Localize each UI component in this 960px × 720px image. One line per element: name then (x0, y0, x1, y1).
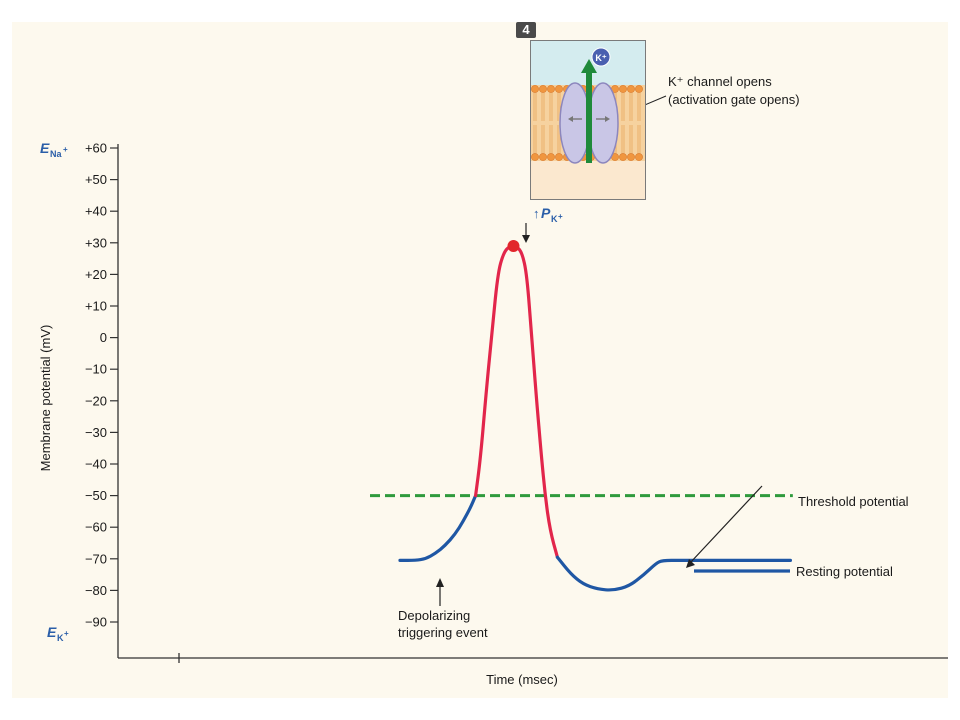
lipid-head (531, 153, 539, 161)
recovery-pointer-line (689, 485, 763, 564)
y-tick-label: −70 (85, 551, 107, 566)
ek-sub: K (57, 633, 64, 643)
y-tick-label: −40 (85, 457, 107, 472)
recovery-pointer-arrowhead (686, 559, 695, 568)
curve-hyperpolarization-recovery (555, 555, 792, 592)
y-tick-label: −90 (85, 615, 107, 630)
pk-pointer-arrowhead (522, 235, 530, 243)
resting-label: Resting potential (796, 564, 893, 579)
lipid-head (531, 85, 539, 93)
series-group (398, 239, 792, 592)
y-tick-label: +60 (85, 141, 107, 156)
gate-arrowhead-left (568, 116, 573, 122)
peak-marker (507, 239, 520, 252)
lipid-head (619, 153, 627, 161)
pk-arrow: ↑ (533, 206, 540, 221)
y-tick-label: −80 (85, 583, 107, 598)
channel-protein-left (559, 82, 591, 164)
threshold-label: Threshold potential (798, 494, 909, 509)
k-efflux-arrow-shaft (586, 71, 592, 163)
pk-main: P (541, 205, 551, 221)
y-tick-label: −60 (85, 520, 107, 535)
ek-main: E (47, 624, 57, 640)
figure-panel (12, 22, 948, 698)
pk-sup: + (558, 212, 563, 221)
activation-gate-label: (activation gate opens) (668, 92, 800, 107)
depolarizing-label-line2: triggering event (398, 625, 488, 640)
channel-protein-right (587, 82, 619, 164)
curve-depolarizing-start (398, 494, 478, 563)
lipid-head (547, 153, 555, 161)
lipid-head (547, 85, 555, 93)
depolarizing-label-line1: Depolarizing (398, 608, 470, 623)
ek-sup: + (64, 629, 69, 638)
lipid-head (555, 153, 563, 161)
k-channel-illustration: K⁺ (531, 41, 645, 164)
potassium-ion-icon (591, 47, 611, 67)
curve-action-potential (474, 244, 559, 559)
y-ticks-group: +60 +50 +40 +30 +20 +10 0 −10 −20 −30 −40 −50 −60 −70… (85, 141, 118, 630)
y-tick-label: −50 (85, 488, 107, 503)
y-tick-label: +30 (85, 235, 107, 250)
lipid-head (539, 85, 547, 93)
y-axis-label: Membrane potential (mV) (38, 325, 53, 472)
k-efflux-arrowhead (581, 59, 597, 73)
lipid-head (539, 153, 547, 161)
lipid-head (635, 153, 643, 161)
y-tick-label: −10 (85, 362, 107, 377)
depolarizing-pointer-arrowhead (436, 578, 444, 587)
step-number-badge: 4 (516, 22, 536, 38)
k-channel-inset: K⁺ (530, 40, 646, 200)
channel-opens-label: K⁺ channel opens (668, 74, 772, 89)
lipid-head (619, 85, 627, 93)
y-tick-label: +40 (85, 204, 107, 219)
lipid-head (555, 85, 563, 93)
ek-label: E K + (47, 624, 69, 643)
y-tick-label: 0 (100, 330, 107, 345)
y-tick-label: −20 (85, 393, 107, 408)
ena-label: E Na + (40, 140, 68, 159)
x-axis-label: Time (msec) (486, 672, 558, 687)
gate-arrowhead-right (605, 116, 610, 122)
pk-sub: K (551, 214, 558, 224)
lipid-head (627, 153, 635, 161)
lipid-head (627, 85, 635, 93)
axes-group (117, 144, 948, 663)
ena-main: E (40, 140, 50, 156)
y-tick-label: +20 (85, 267, 107, 282)
ena-sup: + (63, 145, 68, 154)
y-tick-label: +50 (85, 172, 107, 187)
potassium-ion-label: K⁺ (595, 53, 606, 63)
lipid-head (635, 85, 643, 93)
pk-label: ↑ P K + (533, 205, 563, 224)
ena-sub: Na (50, 149, 62, 159)
y-tick-label: −30 (85, 425, 107, 440)
y-tick-label: +10 (85, 299, 107, 314)
